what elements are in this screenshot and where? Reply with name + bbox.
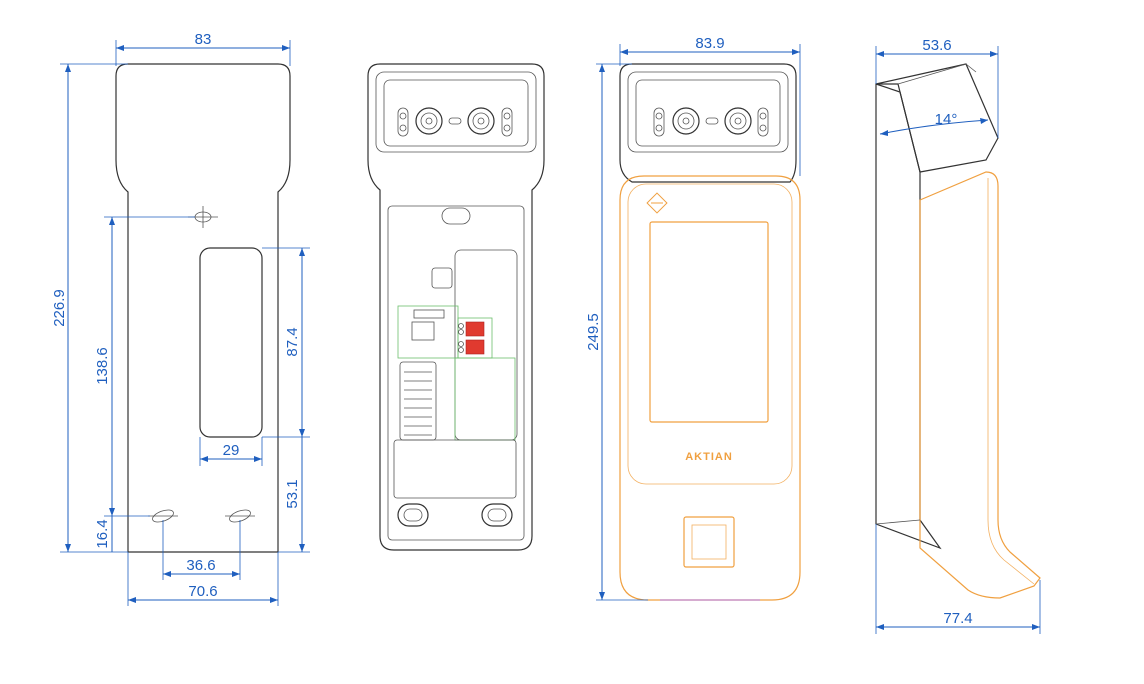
- bottom-mount-hole-right: [225, 509, 255, 523]
- dim-label: 36.6: [186, 557, 215, 574]
- dim-side-top-width: 53.6: [875, 37, 999, 138]
- back-plate-outline: [115, 63, 291, 553]
- bottom-slot-right: [481, 503, 513, 527]
- camera-head: [375, 71, 537, 153]
- back-plate-view: 83 226.9 138.6 87.4: [51, 31, 310, 606]
- dim-back-bottom-hole: 16.4: [94, 515, 150, 552]
- front-lens-left: [672, 107, 700, 135]
- dim-side-base-width: 77.4: [875, 524, 1041, 634]
- dim-back-cutout-bottom: 53.1: [278, 437, 310, 553]
- dim-label: 16.4: [94, 519, 111, 548]
- dim-label: 53.1: [284, 479, 301, 508]
- dim-label: 138.6: [94, 347, 111, 385]
- front-panel-frame: [619, 175, 801, 601]
- bottom-slot-left: [397, 503, 429, 527]
- terminal-block-2: [458, 339, 485, 355]
- dim-label: 83.9: [695, 35, 724, 52]
- front-ir-led-left: [653, 107, 665, 137]
- front-view: AKTIAN 83.9 249.5: [585, 35, 801, 601]
- side-body-back: [875, 83, 942, 550]
- dim-back-base-width: 70.6: [127, 552, 279, 606]
- dim-back-height: 226.9: [51, 63, 128, 553]
- front-housing-outline: [619, 63, 797, 183]
- dim-label: 87.4: [284, 327, 301, 356]
- dim-back-cutout-width: 29: [199, 437, 263, 466]
- dim-front-width: 83.9: [619, 35, 801, 176]
- brand-label: AKTIAN: [685, 451, 733, 463]
- dim-label: 226.9: [51, 289, 68, 327]
- bottom-mount-hole-left: [148, 509, 178, 523]
- pcb-board: [397, 305, 516, 441]
- dim-back-width: 83: [115, 31, 291, 66]
- tamper-switch: [431, 267, 453, 289]
- dim-label: 14°: [935, 111, 958, 128]
- dim-label: 70.6: [188, 583, 217, 600]
- display-screen: [649, 221, 769, 423]
- light-sensor: [448, 117, 462, 125]
- dim-side-angle: 14°: [879, 111, 989, 136]
- dim-label: 77.4: [943, 610, 972, 627]
- connector-plate: [454, 249, 518, 441]
- lower-panel: [393, 439, 517, 499]
- dim-label: 29: [223, 442, 240, 459]
- dim-back-cutout-height: 87.4: [262, 247, 310, 438]
- housing-outline: [367, 63, 545, 551]
- ir-led-left: [397, 107, 409, 137]
- dim-back-hole-offset: 138.6: [94, 216, 195, 516]
- dim-label: 249.5: [585, 313, 602, 351]
- side-body-front: [919, 171, 1041, 599]
- terminal-block-1: [458, 321, 485, 337]
- internal-view: [367, 63, 545, 551]
- cable-cutout: [199, 247, 263, 438]
- dim-label: 83: [195, 31, 212, 48]
- dim-label: 53.6: [922, 37, 951, 54]
- front-lens-right: [724, 107, 752, 135]
- vent-grille: [399, 361, 437, 441]
- logo-mark: [646, 192, 668, 214]
- inner-cavity: [387, 205, 525, 541]
- front-ir-led-right: [757, 107, 769, 137]
- camera-lens-left: [415, 107, 443, 135]
- fingerprint-sensor: [683, 516, 735, 568]
- dim-back-hole-spacing: 36.6: [162, 520, 241, 580]
- camera-lens-right: [467, 107, 495, 135]
- side-view: 53.6 14° 77.4: [875, 37, 1041, 634]
- dim-front-height: 249.5: [585, 63, 648, 601]
- front-camera-head: [627, 71, 789, 153]
- ir-led-right: [501, 107, 513, 137]
